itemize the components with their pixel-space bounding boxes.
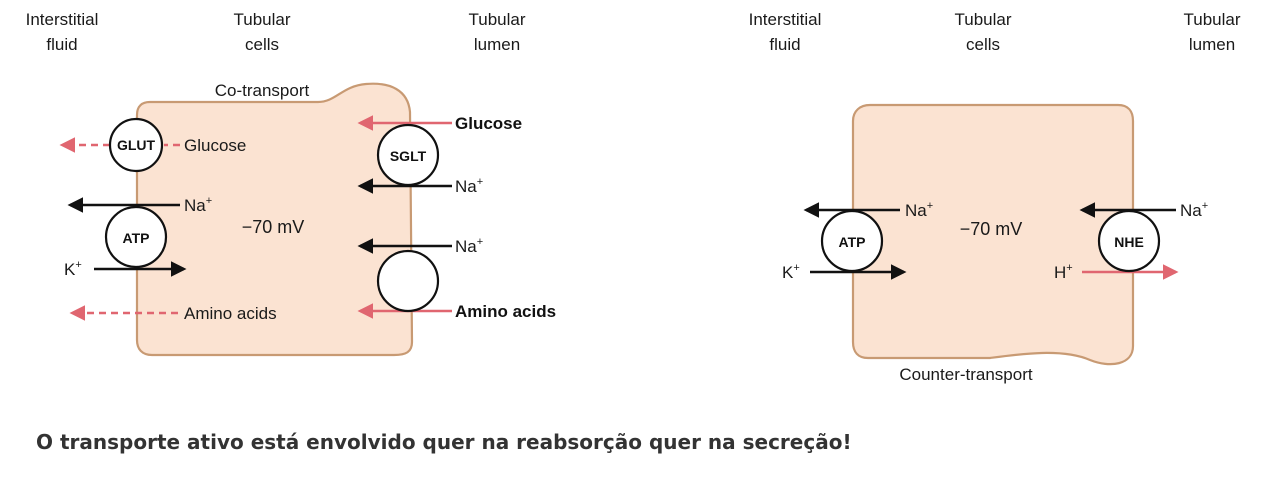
nhe-na-label: Na+ bbox=[1180, 200, 1208, 220]
right-header-interstitial-line1: Interstitial bbox=[749, 10, 822, 29]
amino-acid-transporter bbox=[376, 249, 440, 313]
caption-text: O transporte ativo está envolvido quer n… bbox=[36, 430, 852, 454]
left-tubular-cell bbox=[135, 82, 414, 357]
glucose-lumen-label: Glucose bbox=[455, 114, 522, 133]
right-panel: Interstitial fluid Tubular cells Tubular… bbox=[749, 10, 1241, 384]
right-atp-na-label: Na+ bbox=[905, 200, 933, 220]
right-header-interstitial-line2: fluid bbox=[769, 35, 800, 54]
sglt-label: SGLT bbox=[390, 148, 427, 164]
left-cell-label: Co-transport bbox=[215, 81, 310, 100]
left-atp-pump bbox=[104, 205, 168, 269]
glut-label: GLUT bbox=[117, 137, 156, 153]
right-membrane-potential: −70 mV bbox=[960, 219, 1023, 239]
right-header-lumen-line1: Tubular bbox=[1183, 10, 1240, 29]
right-tubular-cell bbox=[851, 103, 1135, 366]
sglt-transporter bbox=[376, 123, 440, 187]
right-header-cells-line2: cells bbox=[966, 35, 1000, 54]
left-header-lumen-line2: lumen bbox=[474, 35, 520, 54]
right-atp-k-label: K+ bbox=[782, 262, 800, 282]
right-cell-label: Counter-transport bbox=[899, 365, 1033, 384]
left-header-interstitial-line2: fluid bbox=[46, 35, 77, 54]
nhe-label: NHE bbox=[1114, 234, 1144, 250]
glut-transporter bbox=[108, 117, 164, 173]
amino-inside-label: Amino acids bbox=[184, 304, 277, 323]
left-membrane-potential: −70 mV bbox=[242, 217, 305, 237]
left-header-cells-line1: Tubular bbox=[233, 10, 290, 29]
atp-na-label: Na+ bbox=[184, 195, 212, 215]
left-panel: Interstitial fluid Tubular cells Tubular… bbox=[26, 10, 556, 357]
nhe-h-label: H+ bbox=[1054, 262, 1073, 282]
nhe-transporter bbox=[1097, 209, 1161, 273]
left-header-lumen-line1: Tubular bbox=[468, 10, 525, 29]
right-header-lumen-line2: lumen bbox=[1189, 35, 1235, 54]
aa-na-label: Na+ bbox=[455, 236, 483, 256]
amino-lumen-label: Amino acids bbox=[455, 302, 556, 321]
atp-k-label: K+ bbox=[64, 259, 82, 279]
left-atp-label: ATP bbox=[123, 230, 150, 246]
right-header-cells-line1: Tubular bbox=[954, 10, 1011, 29]
right-atp-pump bbox=[820, 209, 884, 273]
glucose-inside-label: Glucose bbox=[184, 136, 246, 155]
left-header-interstitial-line1: Interstitial bbox=[26, 10, 99, 29]
sglt-na-label: Na+ bbox=[455, 176, 483, 196]
left-header-cells-line2: cells bbox=[245, 35, 279, 54]
right-atp-label: ATP bbox=[839, 234, 866, 250]
